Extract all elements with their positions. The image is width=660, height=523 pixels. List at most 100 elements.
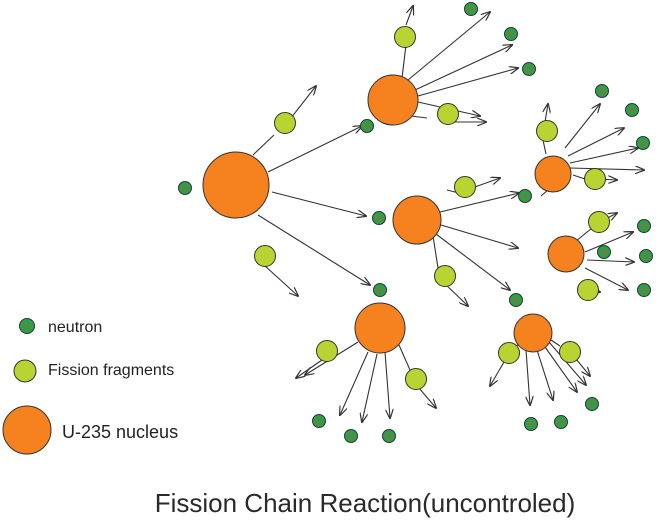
neutron-mark: n (600, 87, 604, 96)
neutron-mark: n (630, 106, 634, 115)
arrow-icon (439, 193, 519, 213)
neutron-icon (382, 429, 396, 443)
arrow-icon (407, 12, 490, 81)
neutron-icon (372, 211, 386, 225)
neutron-mark: n (529, 420, 533, 429)
neutron-mark: n (590, 400, 594, 409)
arrow-icon (418, 387, 436, 408)
arrow-icon (296, 359, 323, 378)
connector-line (401, 44, 407, 79)
fragment-icon (584, 168, 606, 190)
fragment-icon (434, 265, 456, 287)
arrow-icon (584, 267, 628, 290)
neutron-mark: n (642, 222, 646, 231)
neutron-mark: n (365, 122, 369, 131)
fragment-icon (394, 26, 416, 48)
neutron-mark: n (378, 286, 382, 295)
nucleus-icon (513, 313, 553, 353)
arrow-icon (569, 148, 638, 164)
fragment-icon (559, 341, 581, 363)
neutron-icon (595, 84, 609, 98)
fragment-icon (274, 112, 296, 134)
fragment-icon (316, 340, 338, 362)
neutron-icon (637, 283, 651, 297)
connector-line (398, 344, 411, 371)
arrow-icon (569, 168, 644, 170)
arrow-icon (435, 233, 510, 290)
neutron-mark: n (514, 296, 518, 305)
neutron-icon (19, 318, 35, 334)
neutron-icon (464, 2, 478, 16)
neutron-icon (344, 429, 358, 443)
fragment-icon (577, 279, 599, 301)
neutron-mark: n (641, 139, 645, 148)
connector-line (252, 134, 275, 156)
neutron-icon (524, 417, 538, 431)
neutron-mark: n (387, 432, 391, 441)
arrow-icon (544, 346, 577, 392)
arrow-icon (417, 68, 518, 97)
arrow-icon (414, 45, 512, 91)
legend-fragment-label: Fission fragments (48, 362, 174, 379)
neutron-icon (637, 219, 651, 233)
fragment-icon (498, 342, 520, 364)
nucleus-icon (367, 74, 419, 126)
arrow-group (257, 6, 644, 422)
neutron-icon (597, 245, 611, 259)
neutron-icon (360, 119, 374, 133)
nucleus-icon (392, 195, 442, 245)
neutron-icon (625, 103, 639, 117)
arrow-icon (362, 353, 378, 422)
neutron-icon (636, 136, 650, 150)
legend-neutron-label: neutron (48, 319, 102, 336)
nucleus-icon (2, 405, 52, 455)
arrow-icon (440, 224, 518, 248)
arrow-icon (340, 351, 369, 415)
diagram-title: Fission Chain Reaction(uncontroled) (155, 488, 576, 518)
arrow-icon (263, 264, 298, 296)
arrow-icon (384, 351, 390, 418)
neutron-mark: n (642, 286, 646, 295)
fragment-icon (437, 103, 459, 125)
nucleus-icon (354, 302, 406, 354)
arrow-icon (536, 349, 553, 400)
arrow-icon (490, 361, 505, 386)
neutron-mark: n (25, 322, 29, 331)
arrow-icon (584, 232, 633, 253)
neutron-icon (518, 189, 532, 203)
connector-line (574, 227, 593, 243)
nucleus-icon (534, 155, 572, 193)
neutron-mark: n (559, 418, 563, 427)
fragment-icon (588, 211, 610, 233)
neutron-mark: n (509, 30, 513, 39)
legend: neutron Fission fragments U-235 nucleus (48, 319, 178, 442)
arrow-icon (271, 191, 366, 216)
fragment-icon (536, 120, 558, 142)
arrow-icon (405, 6, 413, 26)
neutron-mark: n (349, 432, 353, 441)
neutron-icon (522, 62, 536, 76)
arrow-icon (567, 128, 624, 157)
neutron-mark: n (183, 184, 187, 193)
arrow-icon (257, 214, 370, 285)
legend-nucleus-label: U-235 nucleus (62, 422, 178, 442)
nucleus-icon (202, 151, 270, 219)
fragment-icon (13, 359, 37, 383)
neutron-mark: n (644, 252, 648, 261)
neutron-icon (178, 181, 192, 195)
arrow-icon (471, 178, 500, 189)
arrow-icon (564, 104, 600, 149)
neutron-mark: n (602, 248, 606, 257)
arrow-icon (586, 260, 634, 262)
fragment-icon (254, 245, 276, 267)
neutron-mark: n (527, 65, 531, 74)
neutron-mark: n (469, 5, 473, 14)
neutron-icon (509, 293, 523, 307)
neutron-icon (639, 249, 653, 263)
connector-line (542, 139, 547, 155)
arrow-icon (267, 126, 362, 173)
fragment-icon (454, 176, 476, 198)
neutron-mark: n (377, 214, 381, 223)
